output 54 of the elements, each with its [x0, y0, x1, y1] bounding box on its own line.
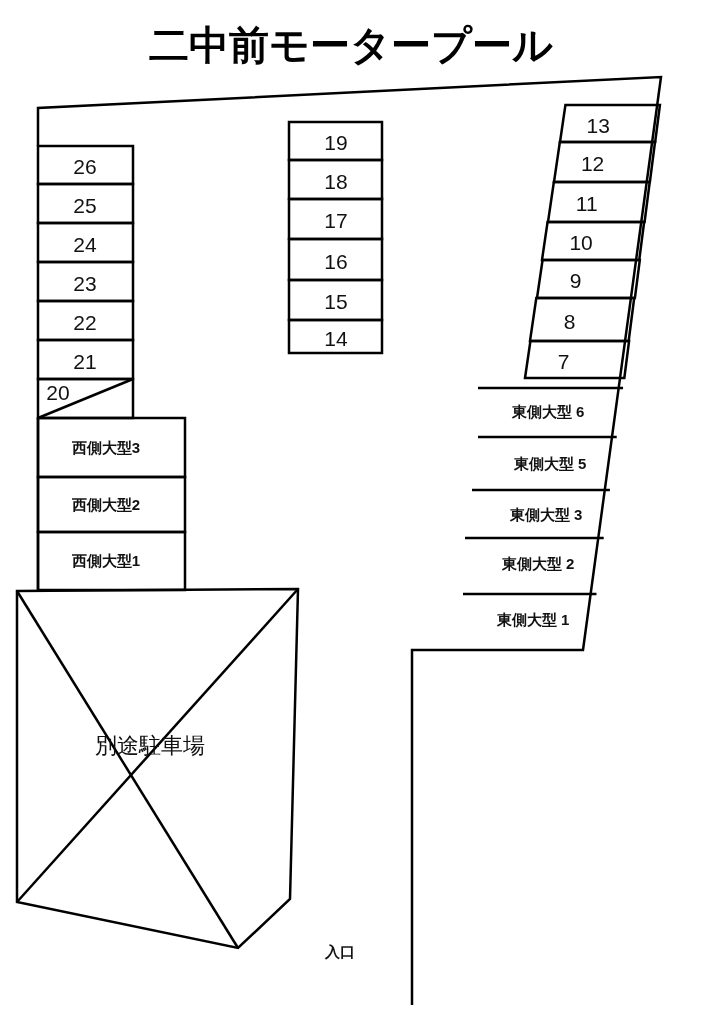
stall-label: 7 [557, 349, 570, 374]
stall-label: 20 [46, 381, 70, 405]
parking-stall [38, 379, 133, 418]
parking-stall [289, 320, 382, 353]
parking-stall [38, 146, 133, 184]
stall-label: 23 [73, 271, 97, 296]
stall-label: 22 [73, 310, 97, 335]
stall-label: 東側大型 5 [513, 454, 587, 474]
stall-label: 西側大型3 [71, 438, 141, 457]
parking-stall [289, 122, 382, 160]
stall-label: 18 [324, 169, 348, 194]
stall-label: 東側大型 6 [511, 402, 585, 422]
stall-label: 16 [324, 249, 348, 274]
stall-label: 9 [569, 269, 582, 293]
parking-stall [289, 280, 382, 320]
stall-label: 17 [324, 209, 348, 233]
parking-stall [289, 199, 382, 239]
parking-stall [38, 532, 185, 590]
parking-stall [547, 182, 650, 222]
stall-label: 西側大型1 [71, 551, 141, 571]
stall-label: 東側大型 3 [509, 505, 583, 525]
parking-stall [536, 260, 640, 298]
parking-stall [542, 222, 645, 260]
stall-label: 24 [73, 232, 97, 257]
stall-label: 10 [569, 231, 593, 255]
parking-stall [289, 239, 382, 280]
stall-label: 8 [563, 309, 576, 334]
parking-stall [530, 298, 635, 341]
stall-label: 西側大型2 [71, 495, 141, 514]
parking-stall [553, 142, 655, 182]
parking-stall [38, 184, 133, 223]
stall-label: 12 [580, 152, 605, 176]
stall-label: 11 [575, 192, 598, 216]
parking-stall [38, 340, 133, 379]
parking-stall [289, 160, 382, 199]
stall-label: 14 [324, 326, 348, 351]
parking-stall [38, 262, 133, 301]
parking-stall [38, 418, 185, 477]
stall-label: 26 [73, 155, 97, 179]
parking-stall [38, 477, 185, 532]
parking-stall [525, 341, 630, 378]
stall-label: 21 [73, 349, 97, 374]
parking-stall [559, 105, 660, 142]
stall-label: 東側大型 2 [501, 554, 575, 574]
parking-stall [38, 301, 133, 340]
stall-label: 15 [324, 290, 348, 314]
stall-label: 25 [73, 193, 97, 218]
separate-lot [17, 589, 298, 948]
stall-label: 13 [586, 113, 610, 138]
stall-label: 東側大型 1 [496, 610, 570, 630]
title: 二中前モータープール [147, 22, 554, 69]
parking-stall [38, 223, 133, 262]
entrance-label: 入口 [325, 942, 355, 962]
stall-label: 19 [324, 131, 348, 155]
